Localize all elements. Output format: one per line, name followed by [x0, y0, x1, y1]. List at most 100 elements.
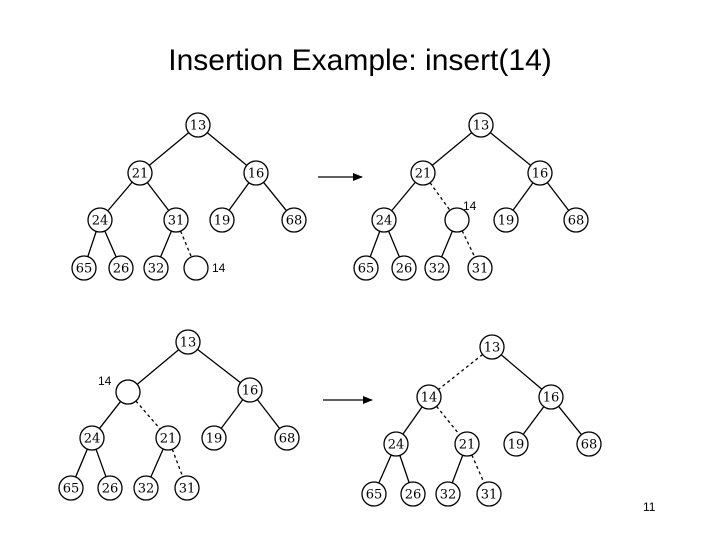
edge-n31-hole	[180, 230, 192, 258]
node-label: 19	[206, 432, 223, 447]
heap-node-13: 13	[468, 112, 494, 138]
node-label: 26	[396, 262, 413, 277]
page-number: 11	[643, 500, 656, 514]
node-circle	[201, 425, 227, 451]
node-circle	[416, 384, 442, 410]
node-label: 26	[102, 482, 119, 497]
inserted-value-label: 14	[463, 199, 477, 213]
node-label: 31	[472, 262, 489, 277]
node-label: 16	[532, 167, 549, 182]
node-circle	[503, 431, 529, 457]
edge-n16-n68	[558, 405, 582, 436]
node-label: 32	[148, 262, 165, 277]
node-label: 13	[484, 341, 501, 356]
node-circle	[353, 255, 379, 281]
node-circle	[79, 425, 105, 451]
edge-n16-n19	[228, 182, 250, 211]
node-label: 19	[214, 214, 231, 229]
edge-n21-n32	[150, 448, 164, 478]
edge-n13-n16	[489, 132, 532, 166]
edge-n13-n16	[206, 132, 248, 166]
heap-node-16: 16	[527, 160, 553, 186]
edge-n21-n32	[451, 454, 464, 484]
heap-node-16: 16	[243, 160, 269, 186]
heap-node-32: 32	[424, 255, 450, 281]
edge-n24-n26	[95, 449, 107, 477]
node-label: 31	[179, 482, 196, 497]
node-label: 32	[138, 482, 155, 497]
node-circle	[274, 425, 300, 451]
heap-node-19: 19	[503, 431, 529, 457]
edge-n14-n24	[402, 406, 423, 435]
inserted-value-label: 14	[212, 261, 226, 275]
node-label: 21	[160, 432, 177, 447]
edge-n16-n19	[522, 406, 545, 435]
node-circle	[281, 207, 307, 233]
node-circle	[143, 255, 169, 281]
heap-node-16: 16	[538, 384, 564, 410]
node-circle	[127, 160, 153, 186]
node-label: 26	[405, 488, 422, 503]
edge-n21-n24	[107, 181, 133, 212]
heap-node-68: 68	[576, 431, 602, 457]
node-label: 13	[190, 119, 207, 134]
node-label: 68	[581, 438, 598, 453]
edge-n13-n21	[431, 132, 473, 166]
heap-hole-node	[444, 207, 470, 233]
node-label: 21	[459, 438, 476, 453]
heap-node-21: 21	[410, 160, 436, 186]
edge-n13-n16	[500, 354, 543, 390]
node-circle	[115, 379, 141, 405]
edge-n24-n65	[369, 231, 381, 257]
node-label: 32	[440, 488, 457, 503]
heap-node-13: 13	[175, 329, 201, 355]
node-circle	[87, 207, 113, 233]
edge-n24-n26	[104, 230, 117, 258]
node-circle	[58, 475, 84, 501]
node-circle	[468, 112, 494, 138]
node-circle	[175, 329, 201, 355]
heap-node-68: 68	[563, 207, 589, 233]
slide-title: Insertion Example: insert(14)	[168, 44, 552, 77]
node-circle	[479, 334, 505, 360]
heap-node-19: 19	[201, 425, 227, 451]
node-circle	[391, 255, 417, 281]
heap-node-21: 21	[454, 431, 480, 457]
heap-node-65: 65	[353, 255, 379, 281]
node-circle	[467, 255, 493, 281]
node-circle	[209, 207, 235, 233]
heap-node-31: 31	[174, 475, 200, 501]
edge-hole-n24	[98, 401, 122, 429]
node-circle	[493, 207, 519, 233]
node-circle	[444, 207, 470, 233]
node-circle	[435, 481, 461, 507]
node-label: 26	[113, 262, 130, 277]
edge-hole-n21	[135, 400, 161, 430]
node-label: 16	[242, 384, 259, 399]
heap-node-32: 32	[133, 475, 159, 501]
heap-node-26: 26	[400, 481, 426, 507]
node-circle	[237, 377, 263, 403]
node-label: 24	[92, 214, 109, 229]
node-circle	[476, 481, 502, 507]
edge-hole-n32	[441, 230, 453, 258]
node-label: 21	[132, 167, 149, 182]
node-label: 31	[481, 488, 498, 503]
edge-n24-n65	[378, 454, 392, 484]
heap-node-32: 32	[143, 255, 169, 281]
edge-n21-n31	[471, 454, 485, 484]
node-label: 32	[429, 262, 446, 277]
node-circle	[538, 384, 564, 410]
node-label: 21	[415, 167, 432, 182]
heap-node-24: 24	[79, 425, 105, 451]
edge-n21-n31	[171, 448, 184, 478]
node-label: 68	[568, 214, 585, 229]
edge-n16-n68	[256, 399, 281, 429]
heap-node-65: 65	[58, 475, 84, 501]
node-circle	[410, 160, 436, 186]
node-circle	[576, 431, 602, 457]
heap-node-21: 21	[127, 160, 153, 186]
node-label: 19	[508, 438, 525, 453]
